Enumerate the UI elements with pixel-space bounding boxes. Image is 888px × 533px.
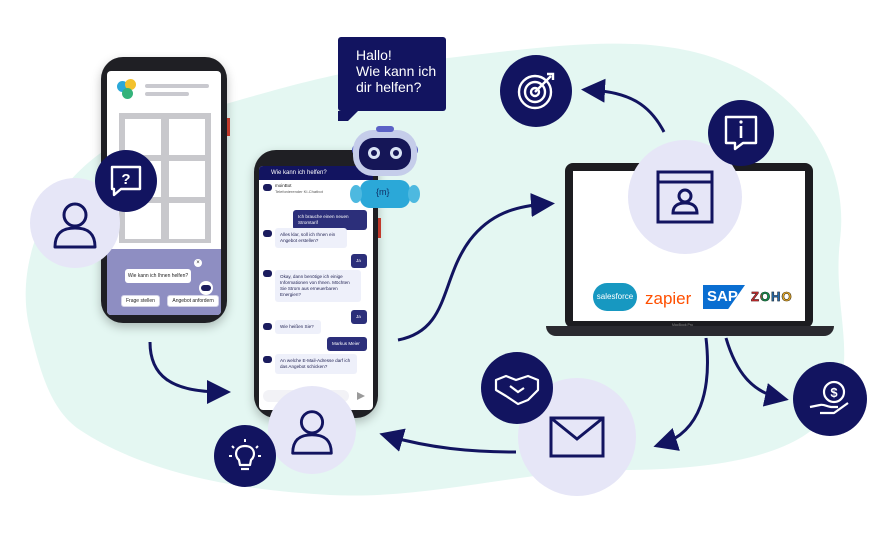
- zoho-logo: ZOHO: [751, 289, 793, 304]
- msg-bot-4: An welche E-Mail-Adresse darf ich das An…: [275, 354, 357, 374]
- msg-bot-1: Alles klar, soll ich Ihnen ein Angebot e…: [275, 228, 347, 248]
- sap-logo: SAP: [703, 285, 745, 309]
- svg-text:$: $: [830, 385, 838, 400]
- money-hand-icon: $: [808, 379, 852, 419]
- chat-prompt: Wie kann ich Ihnen helfen?: [125, 269, 191, 283]
- msg-user-2: Ja: [351, 254, 367, 268]
- robot-icon[interactable]: [199, 281, 213, 295]
- money-circle: $: [793, 362, 867, 436]
- speech-bubble: Hallo! Wie kann ich dir helfen?: [338, 37, 446, 111]
- target-circle: [500, 55, 572, 127]
- lightbulb-circle: [214, 425, 276, 487]
- header-line-1: [145, 84, 209, 88]
- laptop-brand: MacBook Pro: [672, 323, 693, 327]
- bot-avatar: [263, 184, 272, 191]
- quick-reply-question[interactable]: Frage stellen: [121, 295, 160, 307]
- header-line-2: [145, 92, 189, 96]
- msg-user-4: Markus Meier: [327, 337, 367, 351]
- zapier-logo: zapier: [645, 289, 691, 309]
- svg-text:?: ?: [121, 171, 130, 188]
- robot-icon: {m}: [346, 124, 424, 224]
- salesforce-logo: salesforce: [593, 283, 637, 311]
- user-icon: [285, 403, 339, 457]
- msg-bot-3: Wie heißen Sie?: [275, 320, 321, 334]
- chat-widget: Wie kann ich Ihnen helfen? × Frage stell…: [107, 249, 221, 315]
- lightbulb-icon: [228, 438, 262, 474]
- zoho-text: ZOHO: [751, 289, 793, 304]
- bot-subtitle: Telefonierender KI-Chatbot: [275, 189, 323, 194]
- msg-user-3: Ja: [351, 310, 367, 324]
- speech-bubble-text: Hallo! Wie kann ich dir helfen?: [356, 47, 436, 95]
- quick-reply-offer[interactable]: Angebot anfordern: [167, 295, 218, 307]
- question-icon: ?: [109, 164, 143, 198]
- handshake-circle: [481, 352, 553, 424]
- send-icon[interactable]: [357, 392, 365, 400]
- bot-name: moinBot: [275, 183, 292, 188]
- msg-bot-2: Okay, dann benötige ich einige Informati…: [275, 270, 361, 302]
- user-circle-bottom: [268, 386, 356, 474]
- handshake-icon: [494, 370, 540, 406]
- info-icon: [723, 114, 759, 152]
- mail-icon: [548, 415, 606, 459]
- laptop-base: [546, 326, 834, 336]
- question-circle: ?: [95, 150, 157, 212]
- target-icon: [515, 70, 557, 112]
- profile-window-icon: [655, 169, 715, 225]
- robot-badge: {m}: [376, 187, 390, 197]
- app-logo: [117, 79, 139, 101]
- close-icon[interactable]: ×: [194, 259, 202, 267]
- user-icon: [47, 195, 103, 251]
- info-circle: [708, 100, 774, 166]
